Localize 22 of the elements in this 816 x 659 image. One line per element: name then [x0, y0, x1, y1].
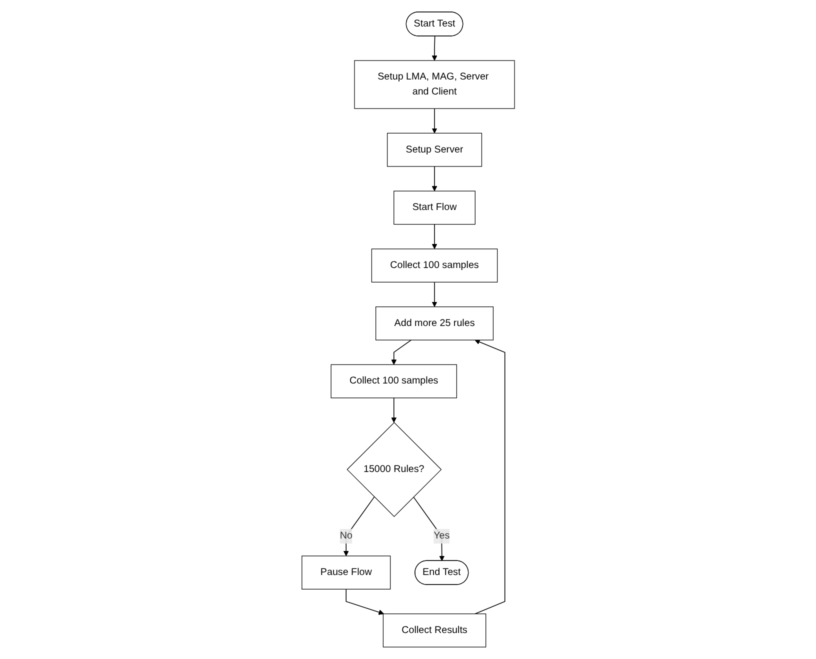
node-box: Collect 100 samples: [371, 248, 498, 282]
arrow: [343, 496, 374, 556]
arrow: [432, 166, 437, 192]
node-box: Pause Flow: [301, 556, 390, 590]
node-box: Collect Results: [382, 614, 486, 648]
node-diamond: 15000 Rules?: [346, 422, 442, 517]
arrow: [432, 108, 437, 134]
arrow: [432, 282, 437, 308]
edge-label: No: [340, 530, 352, 542]
arrow: [346, 588, 384, 615]
node-box: Add more 25 rules: [375, 306, 494, 340]
arrow: [432, 224, 437, 250]
node-box: Setup LMA, MAG, Server and Client: [354, 60, 515, 109]
edge-label: Yes: [433, 530, 450, 542]
arrow: [390, 398, 396, 423]
arrow: [432, 36, 437, 61]
node-box: Setup Server: [386, 132, 482, 167]
arrow: [390, 340, 412, 365]
node-box: Collect 100 samples: [330, 364, 457, 398]
arrow: [474, 339, 505, 614]
arrow: [412, 496, 444, 562]
node-box: Start Flow: [393, 190, 476, 225]
